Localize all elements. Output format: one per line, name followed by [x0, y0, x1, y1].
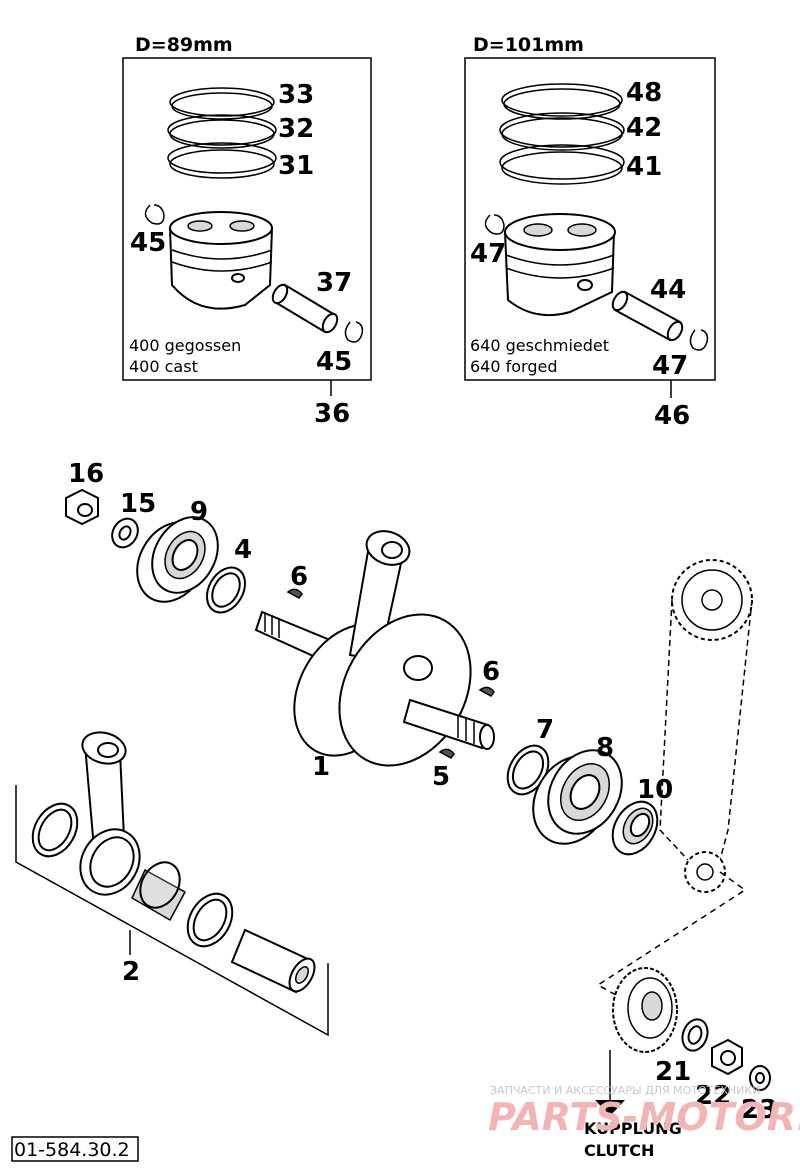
crankshaft-icon [254, 530, 495, 767]
assembly-guide-line [596, 871, 747, 1001]
piston-rings-icon [167, 87, 277, 179]
label-2: 2 [122, 957, 140, 987]
woodruff-key-icon [478, 686, 495, 697]
clutch-label-de: KUPPLUNG [584, 1119, 682, 1138]
diagram-code-box [11, 1136, 139, 1162]
shim-ring-icon [206, 566, 246, 614]
watermark-logo: PARTS-MOTOR.RU [488, 1095, 800, 1139]
box-caption-line1: 400 gegossen [129, 336, 241, 355]
label-41: 41 [626, 152, 662, 182]
washer-icon [681, 1018, 709, 1052]
label-5: 5 [432, 762, 450, 792]
label-7: 7 [536, 715, 554, 745]
shim-ring-icon [506, 744, 550, 796]
label-15: 15 [120, 489, 156, 519]
arrow-down-icon [595, 1100, 625, 1116]
timing-chain-icon [659, 559, 753, 893]
diagram-code: 01-584.30.2 [14, 1139, 130, 1161]
box-diameter-label: D=89mm [135, 34, 233, 56]
piston-pin-icon [271, 283, 339, 334]
label-47: 47 [470, 239, 506, 269]
woodruff-key-icon [286, 588, 303, 599]
label-32: 32 [278, 114, 314, 144]
connecting-rod-kit: 2 [15, 731, 329, 1037]
piston-box-101mm: D=101mm 48 42 41 47 44 [464, 34, 716, 431]
label-44: 44 [650, 275, 686, 305]
primary-gear-icon [612, 967, 678, 1053]
circlip-icon [144, 204, 165, 225]
bearing-icon [532, 749, 623, 845]
label-10: 10 [637, 775, 673, 805]
circlip-icon [344, 321, 364, 343]
box-caption-line2: 400 cast [129, 357, 198, 376]
label-16: 16 [68, 459, 104, 489]
piston-icon [503, 213, 616, 317]
label-21: 21 [655, 1057, 691, 1087]
label-9: 9 [190, 497, 208, 527]
label-45: 45 [130, 228, 166, 258]
box-caption-line1: 640 geschmiedet [470, 336, 609, 355]
label-45: 45 [316, 347, 352, 377]
box-diameter-label: D=101mm [473, 34, 584, 56]
label-36: 36 [314, 399, 350, 429]
woodruff-key-icon [438, 748, 455, 759]
nut-icon [711, 1038, 743, 1076]
box-caption-line2: 640 forged [470, 357, 558, 376]
label-6: 6 [482, 657, 500, 687]
piston-icon [168, 211, 274, 310]
label-48: 48 [626, 78, 662, 108]
watermark-text: ЗАПЧАСТИ И АКСЕССУАРЫ ДЛЯ МОТОТЕХНИКИ [490, 1084, 760, 1097]
label-33: 33 [278, 80, 314, 110]
label-46: 46 [654, 401, 690, 431]
label-42: 42 [626, 113, 662, 143]
label-23: 23 [741, 1095, 777, 1125]
label-37: 37 [316, 268, 352, 298]
label-47: 47 [652, 351, 688, 381]
oil-seal-icon [611, 800, 659, 856]
piston-rings-icon [499, 83, 625, 185]
label-4: 4 [234, 535, 252, 565]
label-8: 8 [596, 733, 614, 763]
label-22: 22 [695, 1081, 731, 1111]
piston-pin-icon [611, 290, 684, 342]
label-31: 31 [278, 151, 314, 181]
clutch-label-en: CLUTCH [584, 1141, 654, 1160]
circlip-icon [484, 214, 505, 235]
label-1: 1 [312, 752, 330, 782]
washer-icon [111, 517, 139, 549]
nut-icon [65, 488, 99, 526]
piston-box-89mm: D=89mm 33 32 [122, 34, 372, 429]
circlip-icon [689, 329, 709, 351]
label-6: 6 [290, 562, 308, 592]
washer-icon [749, 1065, 771, 1091]
bearing-icon [136, 516, 219, 603]
